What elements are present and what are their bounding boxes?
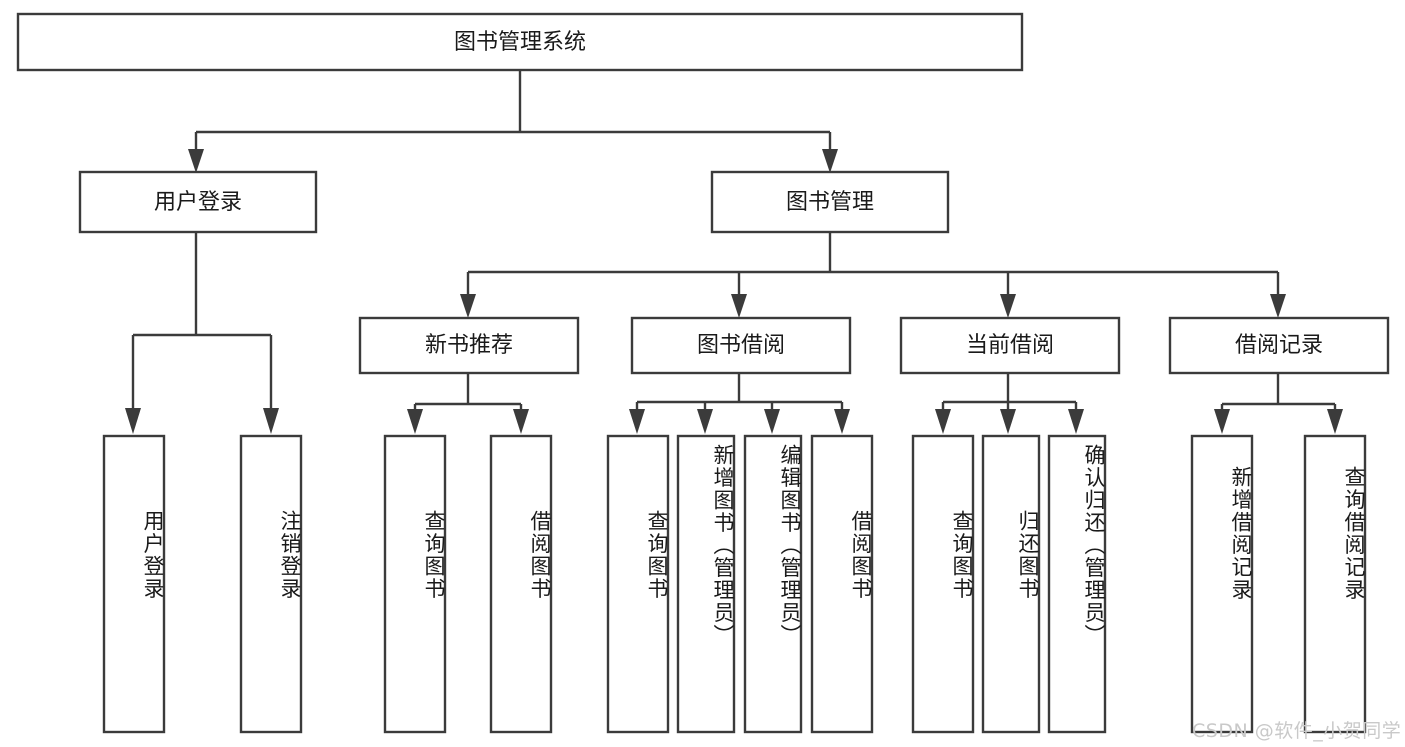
node-leaf-user-login-box[interactable]	[102, 434, 166, 734]
arrow-leaf-query-book-2-icon	[629, 409, 645, 434]
node-borrow-record-box[interactable]	[1168, 316, 1390, 375]
arrow-to-currentborrow-icon	[1000, 294, 1016, 318]
node-new-book-recommend-box[interactable]	[358, 316, 580, 375]
node-leaf-borrow-book-2-box[interactable]	[810, 434, 874, 734]
arrow-leaf-query-record-icon	[1327, 409, 1343, 434]
arrow-leaf-add-record-icon	[1214, 409, 1230, 434]
edges-layer	[125, 70, 1343, 434]
node-leaf-borrow-book-1-box[interactable]	[489, 434, 553, 734]
node-leaf-return-book-box[interactable]	[981, 434, 1041, 734]
arrow-leaf-edit-book-icon	[764, 409, 780, 434]
arrow-leaf-add-book-icon	[697, 409, 713, 434]
arrow-leaf-return-book-icon	[1000, 409, 1016, 434]
node-leaf-query-book-2-box[interactable]	[606, 434, 670, 734]
node-leaf-add-record-box[interactable]	[1190, 434, 1254, 734]
node-current-borrow-box[interactable]	[899, 316, 1121, 375]
node-borrow-record-label: 借阅记录	[1235, 333, 1323, 358]
csdn-watermark: CSDN @软件_小贺同学	[1192, 720, 1402, 742]
node-user-login-label: 用户登录	[154, 190, 242, 215]
nodes-layer: 图书管理系统 用户登录 图书管理 新书推荐 图书借阅 当前借阅 借阅记录	[16, 12, 1390, 734]
node-leaf-query-record-box[interactable]	[1303, 434, 1367, 734]
arrow-leaf-user-login-icon	[125, 408, 141, 434]
arrow-leaf-query-book-3-icon	[935, 409, 951, 434]
arrow-to-bookmanage-icon	[822, 149, 838, 173]
node-book-manage-label: 图书管理	[786, 190, 874, 215]
node-current-borrow-label: 当前借阅	[966, 333, 1054, 358]
node-leaf-add-book-box[interactable]	[676, 434, 736, 734]
node-leaf-confirm-return-box[interactable]	[1047, 434, 1107, 734]
arrow-to-userlogin-icon	[188, 149, 204, 173]
arrow-leaf-borrow-book-2-icon	[834, 409, 850, 434]
node-book-borrow-box[interactable]	[630, 316, 852, 375]
arrow-to-borrowrecord-icon	[1270, 294, 1286, 318]
arrow-leaf-borrow-book-1-icon	[513, 409, 529, 434]
node-book-manage-box[interactable]	[710, 170, 950, 234]
node-book-borrow-label: 图书借阅	[697, 333, 785, 358]
node-new-book-recommend-label: 新书推荐	[425, 333, 513, 358]
node-leaf-query-book-1-box[interactable]	[383, 434, 447, 734]
node-leaf-logout-box[interactable]	[239, 434, 303, 734]
arrow-leaf-query-book-1-icon	[407, 409, 423, 434]
node-root-label: 图书管理系统	[454, 30, 586, 55]
node-root-box[interactable]	[16, 12, 1024, 72]
arrow-leaf-logout-icon	[263, 408, 279, 434]
arrow-leaf-confirm-return-icon	[1068, 409, 1084, 434]
arrow-to-bookborrow-icon	[731, 294, 747, 318]
node-leaf-edit-book-box[interactable]	[743, 434, 803, 734]
arrow-to-newbook-icon	[460, 294, 476, 318]
node-user-login-box[interactable]	[78, 170, 318, 234]
node-leaf-query-book-3-box[interactable]	[911, 434, 975, 734]
